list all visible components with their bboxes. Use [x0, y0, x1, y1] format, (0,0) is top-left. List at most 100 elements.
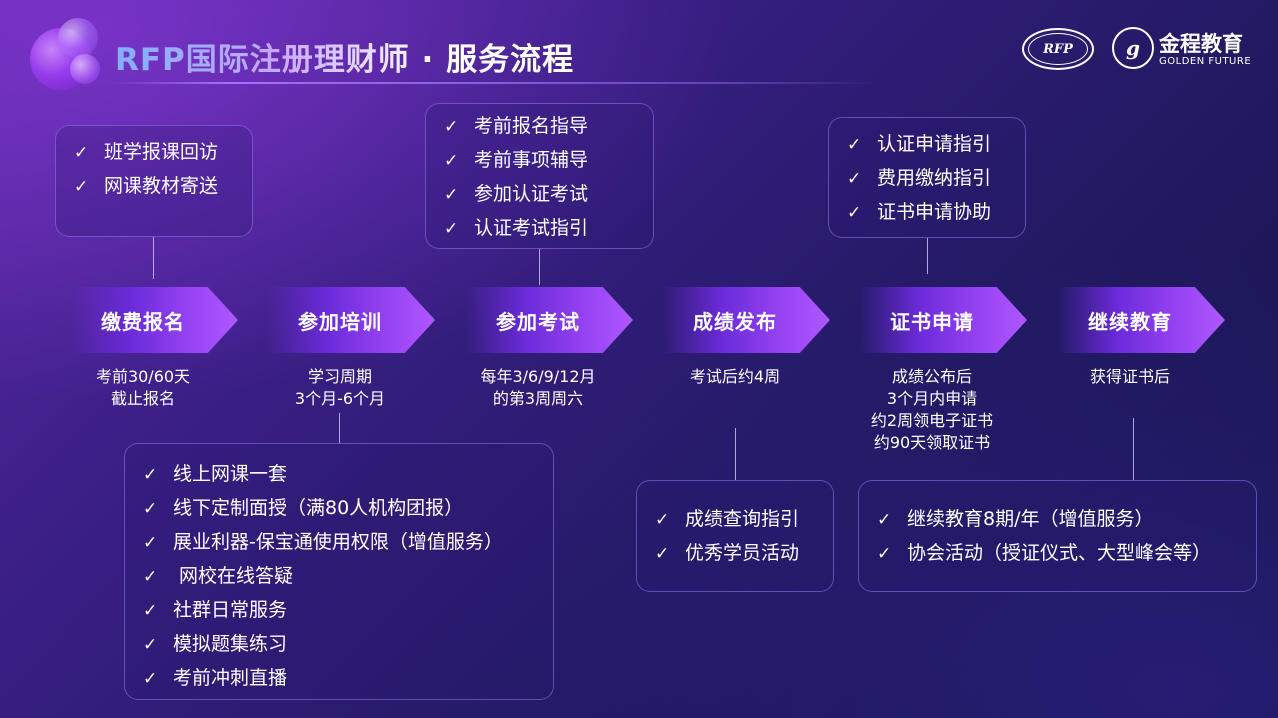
rfp-logo-text: RFP [1028, 33, 1088, 65]
check-icon: ✓ [143, 601, 158, 621]
checklist-item: ✓ 成绩查询指引 [655, 503, 815, 537]
caption-line: 每年3/6/9/12月 [480, 367, 596, 386]
golden-future-seal-icon: g [1112, 27, 1154, 69]
connector-line [735, 428, 736, 480]
check-icon: ✓ [74, 143, 89, 163]
step-label: 证书申请 [890, 309, 974, 334]
caption-line: 考前30/60天 [95, 367, 191, 386]
checklist-item: ✓ 考前报名指导 [444, 110, 635, 144]
caption-line: 截止报名 [110, 389, 175, 408]
step-exam: 参加考试 [465, 287, 633, 353]
checklist-item-text: 考前冲刺直播 [173, 667, 288, 689]
step-caption-enroll: 考前30/60天截止报名 [43, 366, 243, 410]
check-icon: ✓ [877, 544, 892, 564]
check-icon: ✓ [74, 177, 89, 197]
caption-line: 3个月内申请 [886, 389, 978, 408]
step-caption-continuing: 获得证书后 [1030, 366, 1230, 388]
step-certificate: 证书申请 [859, 287, 1027, 353]
check-icon: ✓ [877, 510, 892, 530]
connector-line [927, 238, 928, 274]
step-caption-results: 考试后约4周 [635, 366, 835, 388]
checklist-item-text: 认证考试指引 [474, 217, 589, 239]
check-icon: ✓ [143, 533, 158, 553]
checklist-item-text: 模拟题集练习 [173, 633, 288, 655]
step-results: 成绩发布 [662, 287, 830, 353]
check-icon: ✓ [847, 203, 862, 223]
checklist-item-text: 费用缴纳指引 [877, 167, 992, 189]
caption-line: 考试后约4周 [689, 367, 781, 386]
step-label: 继续教育 [1088, 309, 1172, 334]
checklist-item: ✓ 网校在线答疑 [143, 560, 535, 594]
check-icon: ✓ [444, 185, 459, 205]
box-cert-services: ✓认证申请指引 ✓ 费用缴纳指引 ✓ 证书申请协助 [828, 117, 1026, 238]
caption-line: 成绩公布后 [891, 367, 972, 386]
step-enroll: 缴费报名 [70, 287, 238, 353]
connector-line [1133, 418, 1134, 480]
caption-line: 学习周期 [307, 367, 372, 386]
checklist-item-text: 认证申请指引 [877, 133, 992, 155]
decor-bubble [58, 18, 98, 58]
checklist-item: ✓ 线上网课一套 [143, 458, 535, 492]
checklist-item-text: 协会活动（授证仪式、大型峰会等） [907, 542, 1212, 564]
step-label: 参加考试 [496, 309, 580, 334]
connector-line [339, 413, 340, 443]
checklist-item: ✓ 继续教育8期/年（增值服务） [877, 503, 1238, 537]
checklist-item-text: 网课教材寄送 [104, 175, 219, 197]
checklist-item: ✓ 网课教材寄送 [74, 170, 234, 204]
check-icon: ✓ [444, 117, 459, 137]
checklist-item: ✓考前事项辅导 [444, 144, 635, 178]
checklist-item-text: 展业利器-保宝通使用权限（增值服务） [173, 531, 503, 553]
checklist-item: ✓ 线下定制面授（满80人机构团报） [143, 492, 535, 526]
checklist-item: ✓ 参加认证考试 [444, 178, 635, 212]
checklist-item-text: 线下定制面授（满80人机构团报） [173, 497, 464, 519]
brand-name: 金程教育 [1159, 32, 1243, 56]
check-icon: ✓ [655, 510, 670, 530]
checklist-item: ✓ 模拟题集练习 [143, 628, 535, 662]
box-training-services: ✓ 线上网课一套 ✓ 线下定制面授（满80人机构团报） ✓ 展业利器-保宝通使用权限（增值… [124, 443, 554, 700]
caption-line: 3个月-6个月 [294, 389, 386, 408]
step-continuing: 继续教育 [1057, 287, 1225, 353]
caption-line: 约90天领取证书 [873, 433, 991, 452]
box-enroll-services: ✓ 班学报课回访 ✓ 网课教材寄送 [55, 125, 253, 237]
check-icon: ✓ [143, 499, 158, 519]
check-icon: ✓ [143, 635, 158, 655]
page-title: RFP国际注册理财师 · 服务流程 [115, 34, 574, 79]
checklist-item-text: 网校在线答疑 [173, 565, 294, 587]
checklist-item-text: 优秀学员活动 [685, 542, 800, 564]
caption-line: 约2周领电子证书 [870, 411, 994, 430]
checklist-item: ✓ 证书申请协助 [847, 196, 1007, 230]
connector-line [539, 249, 540, 285]
checklist-item-text: 考前事项辅导 [474, 149, 589, 171]
checklist-item-text: 参加认证考试 [474, 183, 589, 205]
box-results-services: ✓ 成绩查询指引 ✓ 优秀学员活动 [636, 480, 834, 592]
checklist-item-text: 成绩查询指引 [685, 508, 800, 530]
step-caption-certificate: 成绩公布后 3个月内申请约2周领电子证书约90天领取证书 [832, 366, 1032, 454]
step-label: 缴费报名 [101, 309, 185, 334]
checklist-item-text: 继续教育8期/年（增值服务） [907, 508, 1154, 530]
checklist-item: ✓ 班学报课回访 [74, 136, 234, 170]
connector-line [153, 237, 154, 279]
checklist-item: ✓认证申请指引 [847, 128, 1007, 162]
checklist-item: ✓ 社群日常服务 [143, 594, 535, 628]
title-underline [110, 82, 880, 84]
check-icon: ✓ [143, 465, 158, 485]
checklist-item-text: 社群日常服务 [173, 599, 288, 621]
checklist-item-text: 证书申请协助 [877, 201, 992, 223]
check-icon: ✓ [143, 669, 158, 689]
checklist-item-text: 班学报课回访 [104, 141, 219, 163]
checklist-item: ✓ 考前冲刺直播 [143, 662, 535, 696]
checklist-item-text: 考前报名指导 [474, 115, 589, 137]
step-label: 参加培训 [298, 309, 382, 334]
step-caption-training: 学习周期 3个月-6个月 [240, 366, 440, 410]
caption-line: 的第3周周六 [492, 389, 584, 408]
box-exam-services: ✓考前报名指导✓考前事项辅导✓参加认证考试✓认证考试指引 [425, 103, 654, 249]
step-label: 成绩发布 [693, 309, 777, 334]
check-icon: ✓ [143, 567, 158, 587]
rfp-logo: RFP [1022, 28, 1094, 70]
step-training: 参加培训 [267, 287, 435, 353]
checklist-item: ✓ 展业利器-保宝通使用权限（增值服务） [143, 526, 535, 560]
checklist-item-text: 线上网课一套 [173, 463, 288, 485]
checklist-item: ✓ 优秀学员活动 [655, 537, 815, 571]
brand-subtitle: GOLDEN FUTURE [1159, 56, 1252, 67]
check-icon: ✓ [655, 544, 670, 564]
